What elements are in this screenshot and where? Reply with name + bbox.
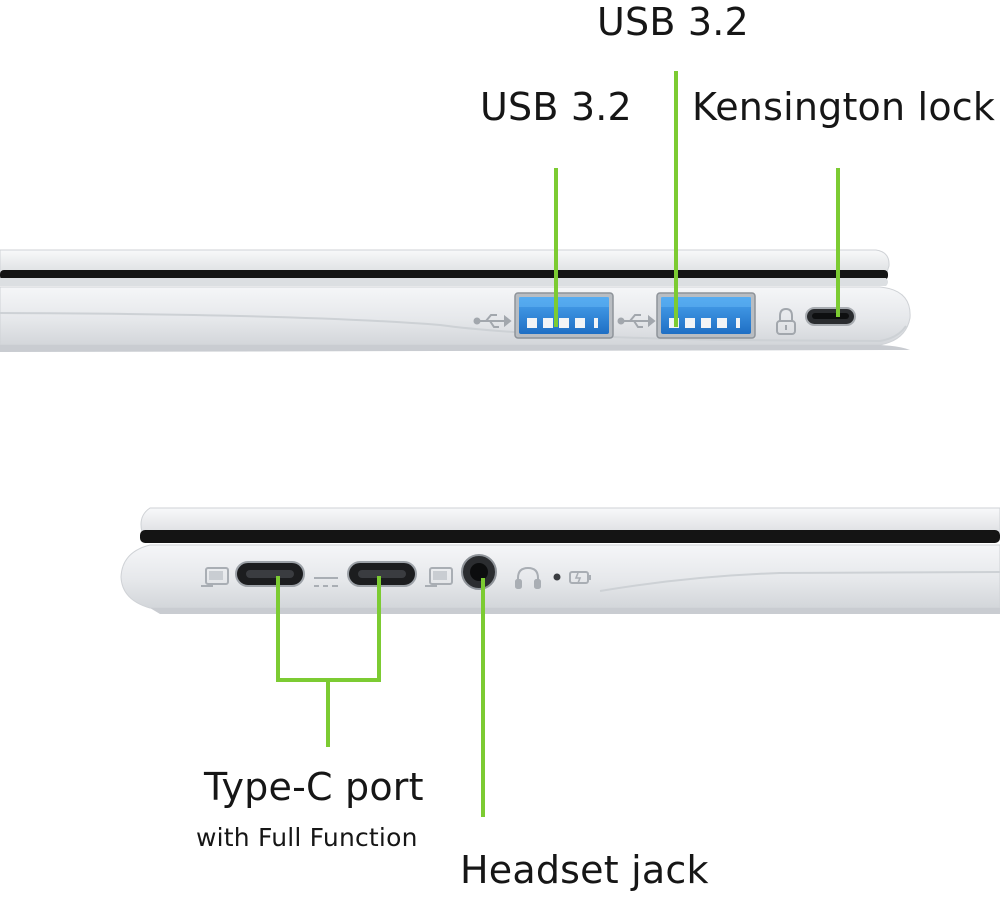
label-usb-left: USB 3.2 (480, 85, 632, 129)
label-kensington-lock: Kensington lock (692, 85, 996, 129)
usb-icon (473, 314, 512, 328)
type-c-port-1 (235, 561, 305, 587)
status-led (553, 573, 561, 581)
battery-led-icon (569, 571, 591, 584)
display-icon (425, 567, 453, 587)
kensington-slot (805, 307, 856, 326)
type-c-port-2 (347, 561, 417, 587)
label-type-c-subtitle: with Full Function (196, 823, 418, 852)
base-bottom (120, 544, 1000, 614)
base-top (0, 286, 911, 352)
lock-icon (776, 307, 796, 335)
usb-a-port-2 (656, 292, 756, 339)
usb-icon (617, 314, 656, 328)
left-side-view (120, 507, 1000, 614)
label-usb-top: USB 3.2 (597, 0, 749, 44)
headset-icon (515, 566, 541, 589)
lid-bottom (140, 507, 1000, 543)
label-type-c-port: Type-C port (204, 765, 424, 809)
right-side-view (0, 249, 911, 352)
display-icon (201, 567, 229, 587)
headset-jack (461, 554, 497, 590)
lid-top (0, 249, 890, 286)
label-headset-jack: Headset jack (460, 848, 709, 892)
callout-lines (276, 71, 840, 817)
power-dc-icon (314, 577, 338, 587)
usb-a-port-1 (514, 292, 614, 339)
